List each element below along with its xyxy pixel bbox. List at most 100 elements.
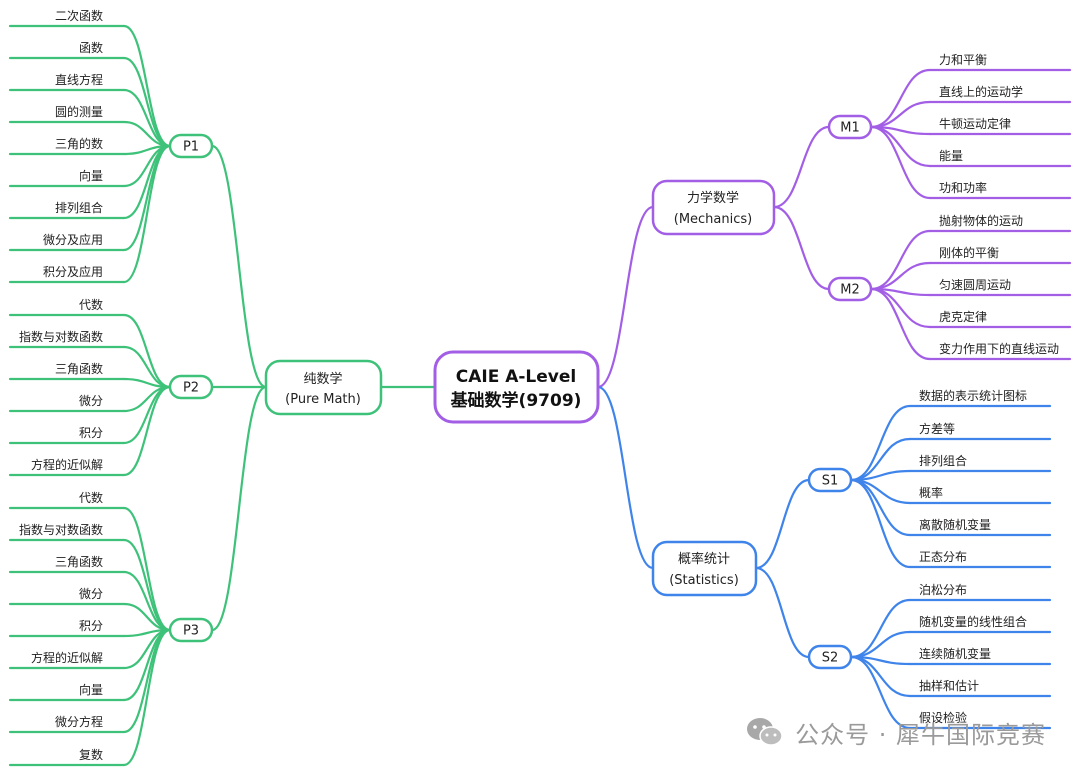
leaf-p3-3[interactable]: 微分 [79, 587, 103, 601]
edge-S2-leaf-0 [849, 598, 912, 659]
branch-mech-line2: (Mechanics) [674, 212, 752, 227]
branch-stat-line2: (Statistics) [669, 573, 739, 588]
edge-P3-leaf-8 [122, 628, 172, 767]
leaf-p3-5[interactable]: 方程的近似解 [31, 650, 103, 665]
leaf-p1-8[interactable]: 积分及应用 [43, 264, 103, 279]
branch-pure-line1: 纯数学 [303, 371, 342, 387]
edge-P3-leaf-0 [122, 506, 172, 632]
edge-S2-leaf-1 [849, 630, 912, 659]
leaf-s1-2[interactable]: 排列组合 [919, 453, 967, 468]
edge-mech-M2 [772, 205, 831, 291]
wechat-icon [747, 718, 783, 746]
leaf-p1-7[interactable]: 微分及应用 [43, 232, 103, 247]
leaf-p3-4[interactable]: 积分 [79, 619, 103, 633]
edge-P2-leaf-0 [122, 313, 172, 389]
subnode-m1[interactable]: M1 [827, 114, 873, 140]
watermark: 公众号 · 犀牛国际竞赛 [745, 714, 1046, 750]
edge-pure-P1 [210, 144, 268, 389]
leaf-m2-2[interactable]: 匀速圆周运动 [939, 278, 1011, 292]
edge-M2-leaf-1 [869, 261, 932, 291]
leaf-m1-3[interactable]: 能量 [939, 149, 963, 163]
branch-mechanics[interactable]: 力学数学 (Mechanics) [651, 179, 776, 236]
watermark-text: 公众号 · 犀牛国际竞赛 [795, 720, 1046, 749]
leaf-p1-6[interactable]: 排列组合 [55, 200, 103, 215]
leaf-m2-4[interactable]: 变力作用下的直线运动 [939, 341, 1059, 356]
root-title-line2: 基础数学(9709) [450, 390, 582, 411]
branch-mech-line1: 力学数学 [687, 190, 739, 206]
leaf-s2-3[interactable]: 抽样和估计 [919, 678, 979, 693]
leaf-s1-4[interactable]: 离散随机变量 [919, 517, 991, 532]
edge-P1-leaf-1 [122, 56, 172, 148]
root-node[interactable]: CAIE A-Level 基础数学(9709) [433, 350, 600, 424]
leaf-m1-1[interactable]: 直线上的运动学 [939, 84, 1023, 99]
leaf-p3-1[interactable]: 指数与对数函数 [19, 522, 103, 537]
edge-S1-leaf-2 [849, 469, 912, 482]
subnode-s1[interactable]: S1 [807, 467, 853, 493]
edge-P3-leaf-1 [122, 538, 172, 632]
leaf-p1-2[interactable]: 直线方程 [55, 72, 103, 87]
edge-P1-leaf-8 [122, 144, 172, 284]
leaf-s1-0[interactable]: 数据的表示统计图标 [919, 388, 1027, 403]
leaf-s1-5[interactable]: 正态分布 [919, 550, 967, 564]
leaf-m2-1[interactable]: 刚体的平衡 [939, 245, 999, 260]
leaf-m1-2[interactable]: 牛顿运动定律 [939, 116, 1011, 131]
leaf-p2-4[interactable]: 积分 [79, 426, 103, 440]
leaf-p2-0[interactable]: 代数 [79, 297, 103, 312]
subnode-p1-label: P1 [183, 140, 199, 155]
edge-stat-S1 [754, 478, 811, 570]
edge-P1-leaf-2 [122, 88, 172, 148]
subnode-s2[interactable]: S2 [807, 644, 853, 670]
leaf-s1-1[interactable]: 方差等 [919, 421, 955, 436]
leaf-p2-3[interactable]: 微分 [79, 394, 103, 408]
subnode-p3[interactable]: P3 [168, 617, 214, 643]
edge-P3-leaf-2 [122, 570, 172, 632]
edge-P3-leaf-6 [122, 628, 172, 702]
leaf-s1-3[interactable]: 概率 [919, 485, 943, 500]
leaf-p1-5[interactable]: 向量 [79, 168, 103, 183]
leaf-s2-1[interactable]: 随机变量的线性组合 [919, 614, 1027, 629]
leaf-p1-0[interactable]: 二次函数 [55, 8, 103, 23]
leaf-m1-4[interactable]: 功和功率 [939, 180, 987, 195]
subnode-m2[interactable]: M2 [827, 276, 873, 302]
edge-mech-M1 [772, 125, 831, 209]
subnode-p2-label: P2 [183, 381, 199, 396]
leaf-p3-0[interactable]: 代数 [79, 490, 103, 505]
leaf-s2-4[interactable]: 假设检验 [919, 710, 967, 725]
edge-M1-leaf-4 [869, 125, 932, 200]
branch-statistics[interactable]: 概率统计 (Statistics) [651, 540, 758, 597]
leaf-p1-4[interactable]: 三角的数 [55, 136, 103, 151]
leaf-m2-0[interactable]: 抛射物体的运动 [939, 213, 1023, 228]
subnode-p1[interactable]: P1 [168, 133, 214, 159]
leaf-p3-2[interactable]: 三角函数 [55, 554, 103, 569]
edge-root-mech [596, 205, 655, 389]
edge-S1-leaf-5 [849, 478, 912, 569]
subnode-m2-label: M2 [840, 283, 860, 298]
edge-root-stat [596, 385, 655, 570]
leaf-m1-0[interactable]: 力和平衡 [939, 53, 987, 67]
leaves-layer: 二次函数函数直线方程圆的测量三角的数向量排列组合微分及应用积分及应用代数指数与对… [19, 8, 1059, 762]
edge-M2-leaf-4 [869, 287, 932, 361]
leaf-p2-1[interactable]: 指数与对数函数 [19, 329, 103, 344]
leaf-s2-0[interactable]: 泊松分布 [919, 583, 967, 597]
edge-M2-leaf-0 [869, 229, 932, 291]
leaf-p3-8[interactable]: 复数 [79, 747, 103, 762]
edge-S1-leaf-0 [849, 404, 912, 482]
leaf-p3-6[interactable]: 向量 [79, 682, 103, 697]
leaf-p3-7[interactable]: 微分方程 [55, 714, 103, 729]
leaf-m2-3[interactable]: 虎克定律 [939, 309, 987, 324]
leaf-p2-2[interactable]: 三角函数 [55, 361, 103, 376]
subnode-p2[interactable]: P2 [168, 374, 214, 400]
edge-stat-S2 [754, 566, 811, 659]
branch-stat-line1: 概率统计 [678, 551, 730, 567]
root-title-line1: CAIE A-Level [456, 367, 577, 387]
leaf-p2-5[interactable]: 方程的近似解 [31, 457, 103, 472]
leaf-p1-1[interactable]: 函数 [79, 40, 103, 55]
edge-P2-leaf-5 [122, 385, 172, 477]
edge-P3-leaf-7 [122, 628, 172, 734]
leaf-p1-3[interactable]: 圆的测量 [55, 104, 103, 119]
subnode-s1-label: S1 [822, 474, 839, 489]
edges-layer [8, 24, 1072, 767]
branch-pure-math[interactable]: 纯数学 (Pure Math) [264, 359, 383, 416]
leaf-s2-2[interactable]: 连续随机变量 [919, 646, 991, 661]
